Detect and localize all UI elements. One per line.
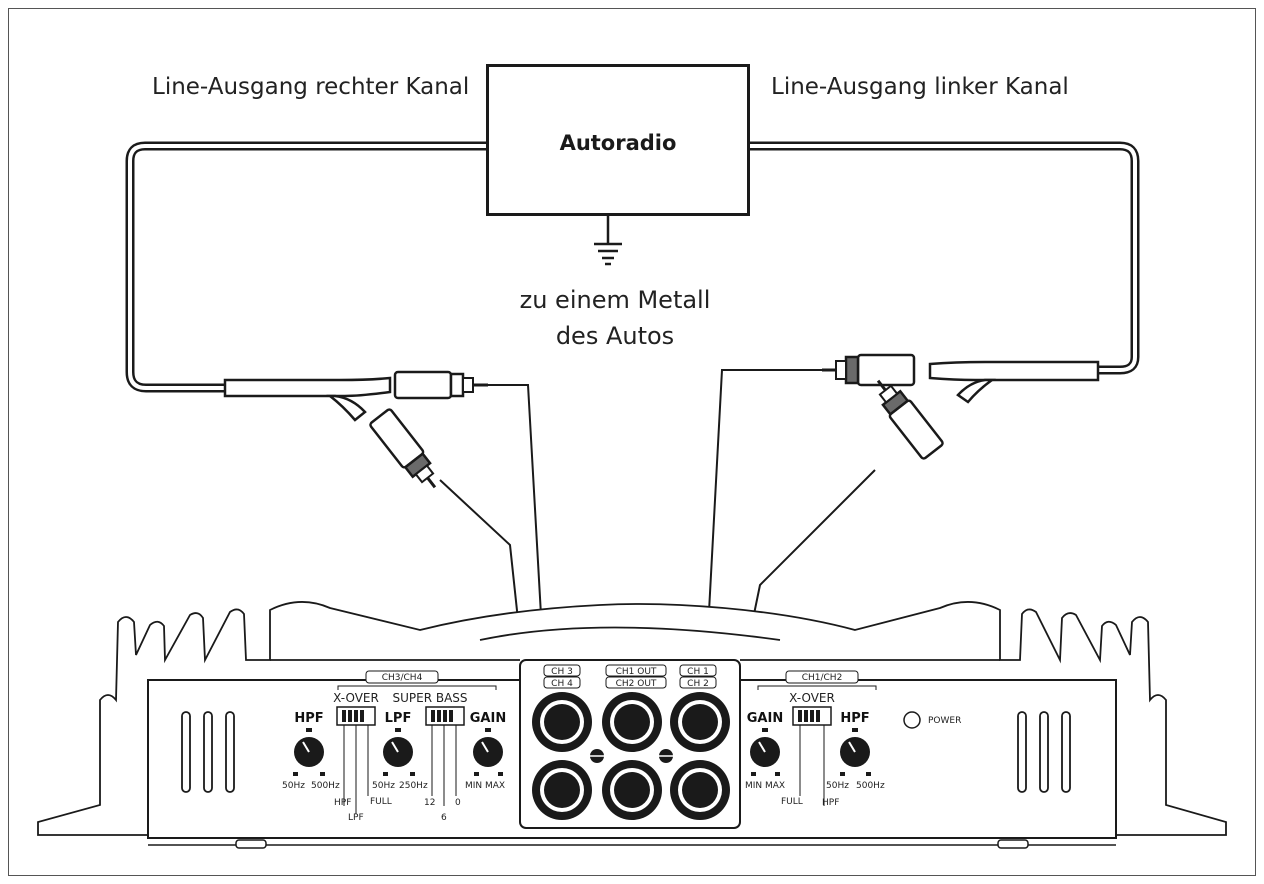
arrow-to-ch3 <box>488 384 552 688</box>
rca-jack-ch1-output[interactable] <box>602 692 662 752</box>
diagram-frame <box>8 8 1256 876</box>
jack-label-ch1-out: CH1 OUT <box>616 667 657 677</box>
bass-label-12: 12 <box>424 798 435 808</box>
line-out-left-label: Line-Ausgang linker Kanal <box>771 74 1069 100</box>
rca-cable-right <box>125 141 486 393</box>
rca-plug-grey-ch2 <box>876 379 944 460</box>
group-label-ch34: CH3/CH4 <box>382 673 423 683</box>
rca-jack-ch2-input[interactable] <box>670 760 730 820</box>
gain-label-ch34: GAIN <box>470 711 506 726</box>
gain-range-label-ch12: MIN MAX <box>745 781 785 791</box>
xover-label-ch34: X-OVER <box>333 691 379 705</box>
ground-caption-line2: des Autos <box>555 322 675 350</box>
lpf-label: LPF <box>385 711 412 726</box>
vent-slots-left <box>181 711 235 793</box>
jack-label-ch3: CH 3 <box>551 667 573 677</box>
group-label-ch12: CH1/CH2 <box>802 673 843 683</box>
power-label: POWER <box>928 716 961 726</box>
jack-label-ch2-out: CH2 OUT <box>616 679 657 689</box>
rca-plug-white-ch3 <box>393 370 488 400</box>
switch-label-full-ch34: FULL <box>370 797 392 807</box>
gain-label-ch12: GAIN <box>747 711 783 726</box>
rca-jack-ch1-input[interactable] <box>670 692 730 752</box>
switch-label-lpf-ch34: LPF <box>348 813 364 823</box>
rca-plug-dark-ch4 <box>369 408 437 489</box>
head-unit-box: Autoradio <box>486 64 750 216</box>
hpf-label-ch12: HPF <box>840 711 869 726</box>
rca-cable-left <box>750 141 1140 375</box>
switch-label-hpf-ch34: HPF <box>334 798 351 808</box>
hpf-label-ch34: HPF <box>294 711 323 726</box>
rca-plug-grey-ch1 <box>822 353 916 387</box>
switch-label-hpf-ch12: HPF <box>822 798 839 808</box>
power-led-icon <box>903 711 921 729</box>
hpf-max-label-ch12: 500Hz <box>856 781 885 791</box>
hpf-max-label-ch34: 500Hz <box>311 781 340 791</box>
super-bass-label: SUPER BASS <box>392 691 467 705</box>
rca-jack-ch2-output[interactable] <box>602 760 662 820</box>
ground-caption: zu einem Metall des Autos <box>470 282 760 354</box>
rca-jack-ch3-input[interactable] <box>532 692 592 752</box>
rca-jack-ch4-input[interactable] <box>532 760 592 820</box>
ground-caption-line1: zu einem Metall <box>519 286 711 314</box>
line-out-right-label: Line-Ausgang rechter Kanal <box>152 74 470 100</box>
arrow-to-ch1 <box>698 369 822 688</box>
bass-label-0: 0 <box>455 798 461 808</box>
gain-range-label-ch34: MIN MAX <box>465 781 505 791</box>
ground-symbol <box>594 216 622 266</box>
lpf-min-label: 50Hz <box>372 781 395 791</box>
lpf-max-label: 250Hz <box>399 781 428 791</box>
jack-label-ch2: CH 2 <box>687 679 709 689</box>
bass-label-6: 6 <box>441 813 447 823</box>
screw-icon <box>590 749 604 763</box>
hpf-min-label-ch34: 50Hz <box>282 781 305 791</box>
screw-icon <box>659 749 673 763</box>
cable-splitter-right <box>928 360 1100 382</box>
cable-splitter-left <box>223 376 392 398</box>
xover-label-ch12: X-OVER <box>789 691 835 705</box>
vent-slots-right <box>1017 711 1071 793</box>
jack-label-ch4: CH 4 <box>551 679 573 689</box>
head-unit-label: Autoradio <box>559 131 677 155</box>
hpf-min-label-ch12: 50Hz <box>826 781 849 791</box>
switch-label-full-ch12: FULL <box>781 797 803 807</box>
jack-label-ch1: CH 1 <box>687 667 709 677</box>
